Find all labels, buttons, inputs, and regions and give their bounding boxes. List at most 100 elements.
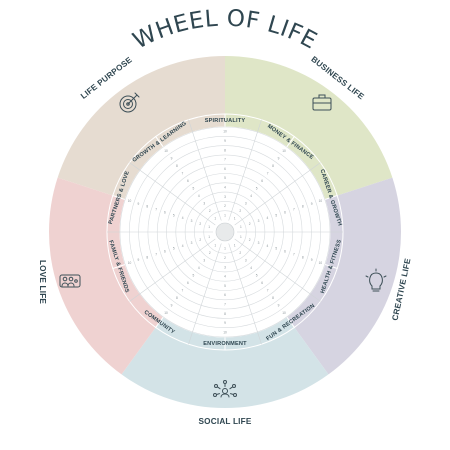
scale-tick: 1 — [214, 243, 216, 247]
scale-tick: 8 — [302, 205, 304, 209]
grid-divider — [188, 119, 222, 221]
scale-tick: 6 — [187, 281, 189, 285]
scale-tick: 3 — [191, 219, 193, 223]
scale-tick: 4 — [266, 244, 268, 248]
scale-tick: 8 — [146, 205, 148, 209]
scale-tick: 2 — [239, 209, 241, 213]
quadrant-label: LOVE LIFE — [38, 260, 47, 304]
scale-tick: 4 — [250, 194, 252, 198]
scale-tick: 3 — [224, 195, 226, 199]
scale-tick: 2 — [224, 256, 226, 260]
scale-tick: 10 — [319, 261, 323, 265]
scale-tick: 3 — [258, 241, 260, 245]
scale-tick: 5 — [192, 274, 194, 278]
scale-tick: 5 — [275, 213, 277, 217]
scale-tick: 2 — [199, 222, 201, 226]
scale-tick: 2 — [209, 209, 211, 213]
scale-tick: 7 — [155, 208, 157, 212]
scale-tick: 2 — [249, 222, 251, 226]
scale-tick: 5 — [173, 247, 175, 251]
briefcase-icon — [312, 94, 332, 111]
grid-divider — [129, 238, 216, 302]
grid-divider — [188, 243, 222, 345]
scale-tick: 7 — [224, 302, 226, 306]
grid-divider — [228, 119, 262, 221]
scale-tick: 2 — [239, 251, 241, 255]
segment-label: SPIRITUALITY — [205, 118, 246, 124]
scale-tick: 2 — [224, 204, 226, 208]
scale-tick: 8 — [302, 255, 304, 259]
scale-tick: 5 — [256, 274, 258, 278]
grid-divider — [234, 238, 321, 302]
scale-tick: 6 — [224, 167, 226, 171]
scale-tick: 10 — [319, 199, 323, 203]
family-icon — [59, 274, 81, 288]
scale-tick: 9 — [138, 202, 140, 206]
scale-tick: 1 — [240, 225, 242, 229]
scale-tick: 6 — [164, 250, 166, 254]
quadrant-label: SOCIAL LIFE — [199, 417, 252, 426]
scale-tick: 9 — [171, 304, 173, 308]
scale-tick: 6 — [284, 210, 286, 214]
scale-tick: 6 — [261, 179, 263, 183]
scale-tick: 10 — [223, 130, 227, 134]
scale-tick: 5 — [275, 247, 277, 251]
grid-divider — [129, 162, 216, 226]
scale-tick: 4 — [182, 244, 184, 248]
scale-tick: 4 — [198, 266, 200, 270]
scale-tick: 3 — [203, 201, 205, 205]
scale-tick: 1 — [224, 213, 226, 217]
scale-tick: 8 — [224, 148, 226, 152]
scale-tick: 6 — [261, 281, 263, 285]
scale-tick: 8 — [146, 255, 148, 259]
scale-tick: 10 — [164, 311, 168, 315]
scale-tick: 2 — [209, 251, 211, 255]
diagram-title: WHEEL OF LIFE — [129, 5, 321, 54]
scale-tick: 9 — [224, 321, 226, 325]
hub — [215, 222, 235, 242]
scale-tick: 9 — [311, 258, 313, 262]
scale-tick: 7 — [182, 289, 184, 293]
scale-tick: 5 — [192, 186, 194, 190]
scale-tick: 3 — [224, 265, 226, 269]
scale-tick: 1 — [234, 217, 236, 221]
scale-tick: 5 — [256, 186, 258, 190]
scale-tick: 10 — [282, 311, 286, 315]
target-icon — [119, 92, 140, 113]
scale-tick: 3 — [258, 219, 260, 223]
scale-tick: 7 — [293, 208, 295, 212]
scale-tick: 7 — [293, 252, 295, 256]
scale-tick: 1 — [214, 217, 216, 221]
scale-tick: 4 — [224, 185, 226, 189]
scale-tick: 9 — [224, 139, 226, 143]
scale-tick: 4 — [266, 216, 268, 220]
scale-tick: 1 — [240, 235, 242, 239]
lightbulb-icon — [365, 268, 387, 292]
scale-tick: 4 — [198, 194, 200, 198]
scale-tick: 5 — [173, 213, 175, 217]
scale-tick: 2 — [249, 238, 251, 242]
scale-tick: 1 — [208, 225, 210, 229]
scale-tick: 10 — [128, 199, 132, 203]
scale-tick: 7 — [182, 171, 184, 175]
scale-tick: 8 — [176, 296, 178, 300]
scale-tick: 1 — [234, 243, 236, 247]
scale-tick: 4 — [182, 216, 184, 220]
scale-tick: 3 — [245, 259, 247, 263]
scale-tick: 3 — [203, 259, 205, 263]
scale-tick: 4 — [250, 266, 252, 270]
scale-tick: 5 — [224, 284, 226, 288]
grid-divider — [228, 243, 262, 345]
scale-tick: 8 — [272, 296, 274, 300]
scale-tick: 8 — [224, 312, 226, 316]
scale-tick: 9 — [171, 156, 173, 160]
scale-tick: 5 — [224, 176, 226, 180]
scale-tick: 9 — [138, 258, 140, 262]
scale-tick: 2 — [199, 238, 201, 242]
grid-divider — [234, 162, 321, 226]
segment-label: ENVIRONMENT — [203, 341, 247, 347]
scale-tick: 1 — [208, 235, 210, 239]
scale-tick: 7 — [267, 289, 269, 293]
scale-tick: 7 — [267, 171, 269, 175]
